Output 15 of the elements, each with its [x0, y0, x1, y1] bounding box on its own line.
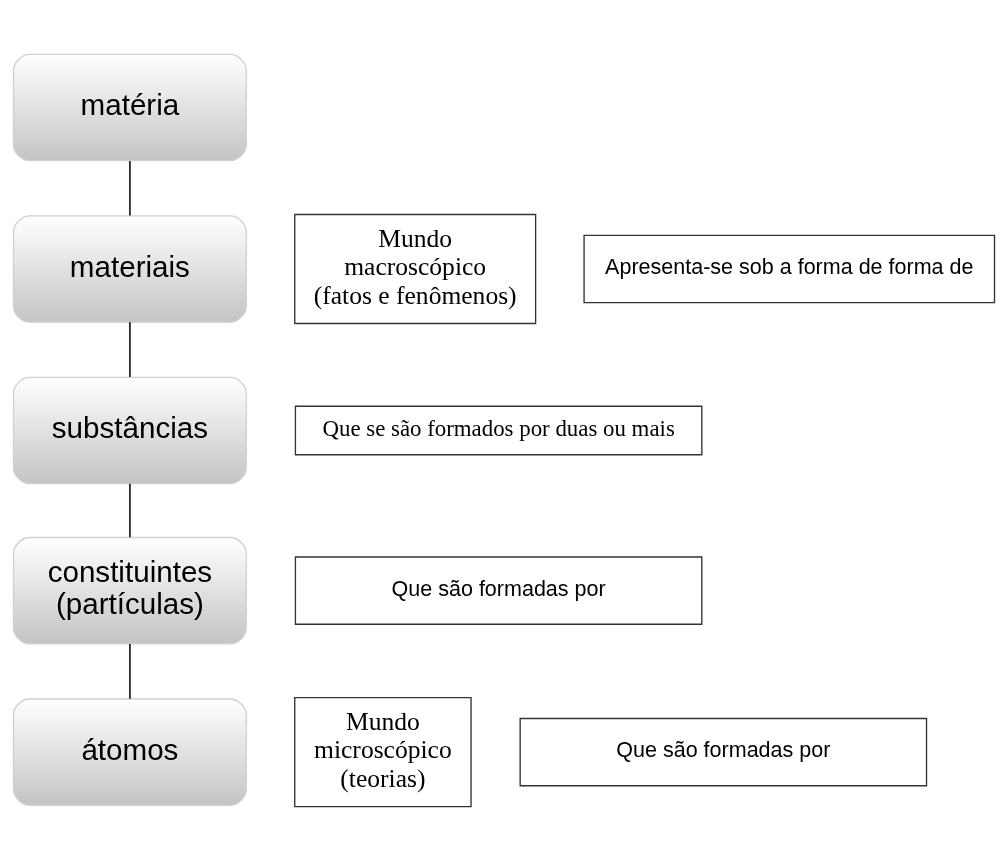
node-box: materiais — [12, 215, 247, 323]
connector — [129, 160, 131, 217]
node-box: Que são formadas por — [294, 556, 703, 625]
connector — [129, 321, 131, 378]
connector — [129, 482, 131, 539]
node-box: substâncias — [12, 376, 247, 485]
connector — [129, 643, 131, 700]
node-box: átomos — [12, 698, 247, 806]
node-box: constituintes (partículas) — [12, 536, 247, 645]
node-box: Mundo microscópico (teorias) — [294, 696, 472, 808]
node-box: Que são formadas por — [519, 717, 928, 787]
node-box: Que se são formados por duas ou mais — [294, 405, 703, 456]
node-box: Mundo macroscópico (fatos e fenômenos) — [294, 213, 537, 325]
node-box: Apresenta-se sob a forma de forma de — [583, 234, 996, 304]
node-box: matéria — [12, 53, 247, 162]
